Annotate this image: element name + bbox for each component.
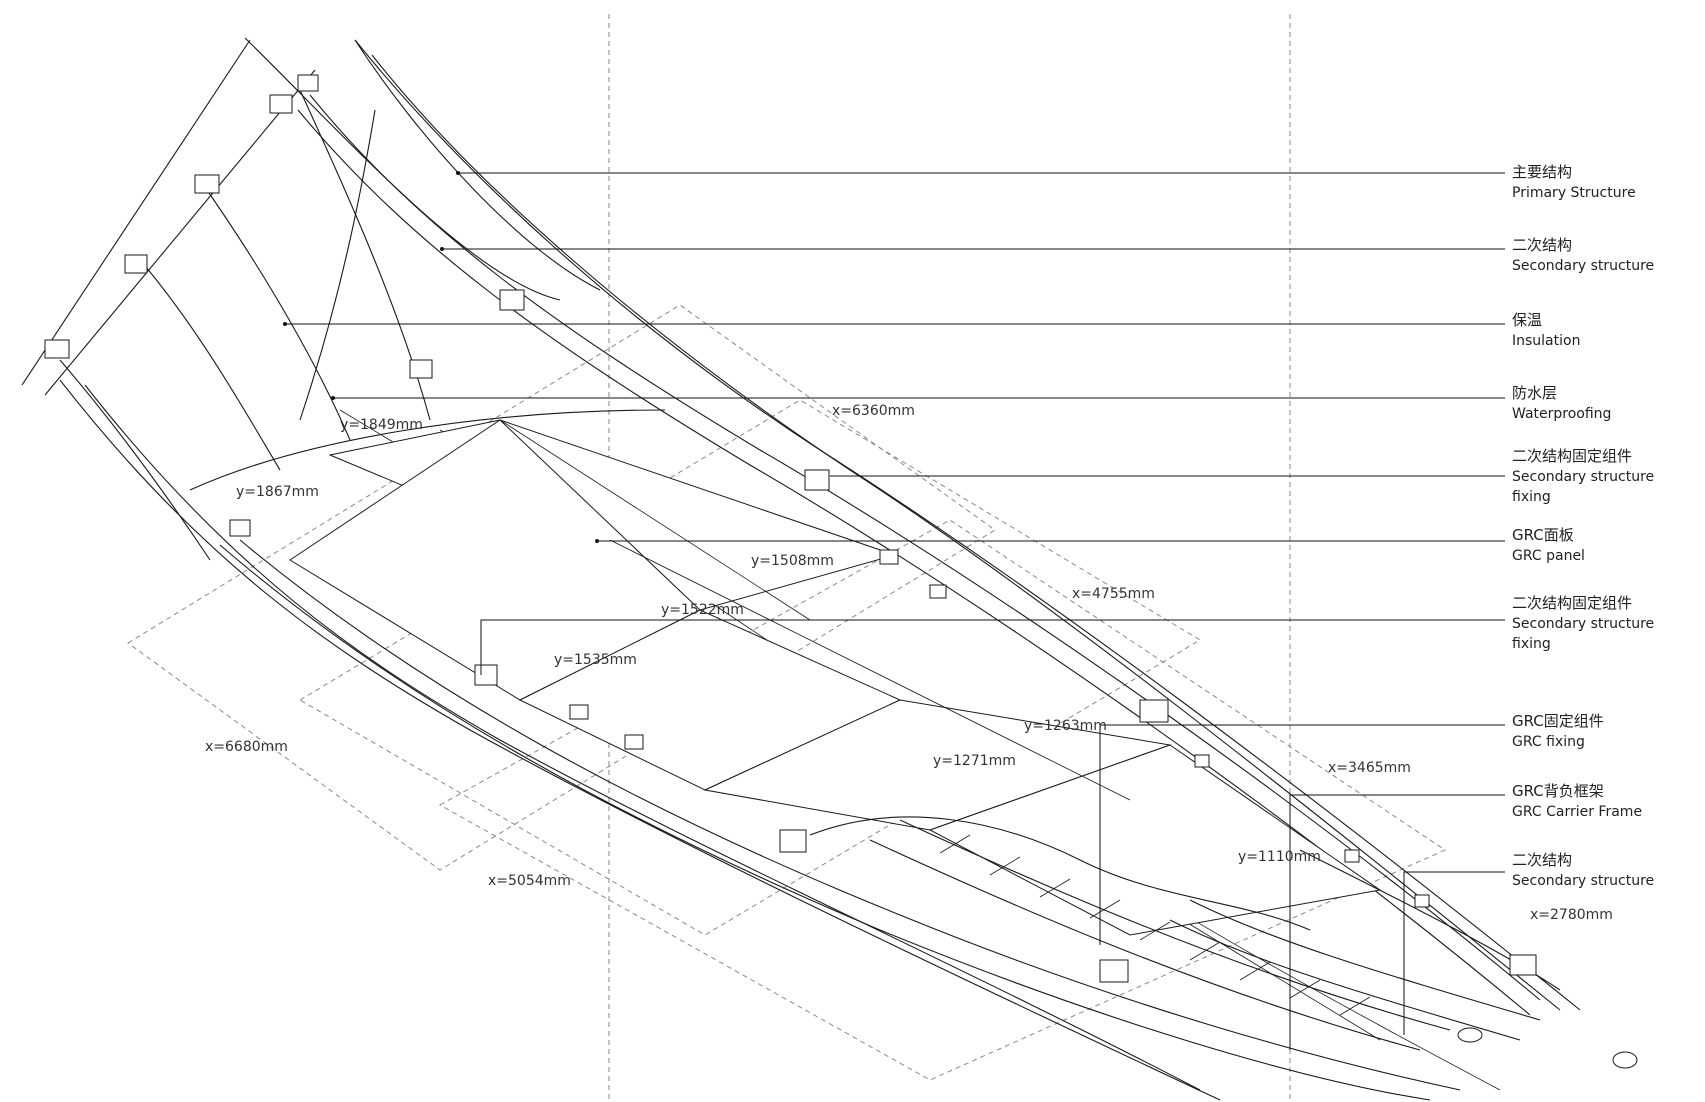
callout-cn: GRC固定组件 xyxy=(1512,712,1604,730)
callout-en: GRC fixing xyxy=(1512,734,1585,750)
callout-cn: 主要结构 xyxy=(1512,163,1572,181)
callout-labels: 主要结构 Primary Structure 二次结构 Secondary st… xyxy=(1512,163,1654,889)
callout-en: fixing xyxy=(1512,489,1551,505)
callout-en: Secondary structure xyxy=(1512,258,1654,274)
callout-en: fixing xyxy=(1512,636,1551,652)
dimension-label: x=6360mm xyxy=(832,403,915,419)
dimension-labels: x=6360mm x=4755mm x=3465mm x=2780mm x=66… xyxy=(205,403,1613,923)
primary-structure xyxy=(21,37,1581,1101)
dimension-label: y=1535mm xyxy=(554,652,637,668)
callout-cn: 保温 xyxy=(1512,311,1542,329)
callout-cn: GRC背负框架 xyxy=(1512,782,1604,800)
grc-panels xyxy=(189,409,1382,936)
dimension-label: x=4755mm xyxy=(1072,586,1155,602)
dimension-label: x=5054mm xyxy=(488,873,571,889)
dimension-label: y=1110mm xyxy=(1238,849,1321,865)
dimension-label: y=1867mm xyxy=(236,484,319,500)
callout-en: Secondary structure xyxy=(1512,469,1654,485)
callout-cn: 二次结构固定组件 xyxy=(1512,594,1632,612)
grc-carrier-frame xyxy=(869,819,1638,1069)
callout-leaders xyxy=(283,171,1505,1050)
dimension-label: y=1849mm xyxy=(340,417,423,433)
callout-en: Waterproofing xyxy=(1512,406,1611,422)
dimension-label: x=6680mm xyxy=(205,739,288,755)
callout-cn: 二次结构固定组件 xyxy=(1512,447,1632,465)
dimension-label: x=2780mm xyxy=(1530,907,1613,923)
dimension-label: y=1508mm xyxy=(751,553,834,569)
dimension-label: y=1271mm xyxy=(933,753,1016,769)
dimension-label: y=1263mm xyxy=(1024,718,1107,734)
callout-cn: GRC面板 xyxy=(1512,526,1574,544)
callout-en: GRC Carrier Frame xyxy=(1512,804,1642,820)
fixing-brackets xyxy=(44,74,1537,983)
callout-cn: 二次结构 xyxy=(1512,851,1572,869)
callout-cn: 二次结构 xyxy=(1512,236,1572,254)
callout-en: Primary Structure xyxy=(1512,185,1636,201)
callout-en: GRC panel xyxy=(1512,548,1585,564)
callout-en: Insulation xyxy=(1512,333,1580,349)
callout-cn: 防水层 xyxy=(1512,384,1557,402)
callout-en: Secondary structure xyxy=(1512,616,1654,632)
dimension-label: y=1522mm xyxy=(661,602,744,618)
dimension-label: x=3465mm xyxy=(1328,760,1411,776)
callout-en: Secondary structure xyxy=(1512,873,1654,889)
